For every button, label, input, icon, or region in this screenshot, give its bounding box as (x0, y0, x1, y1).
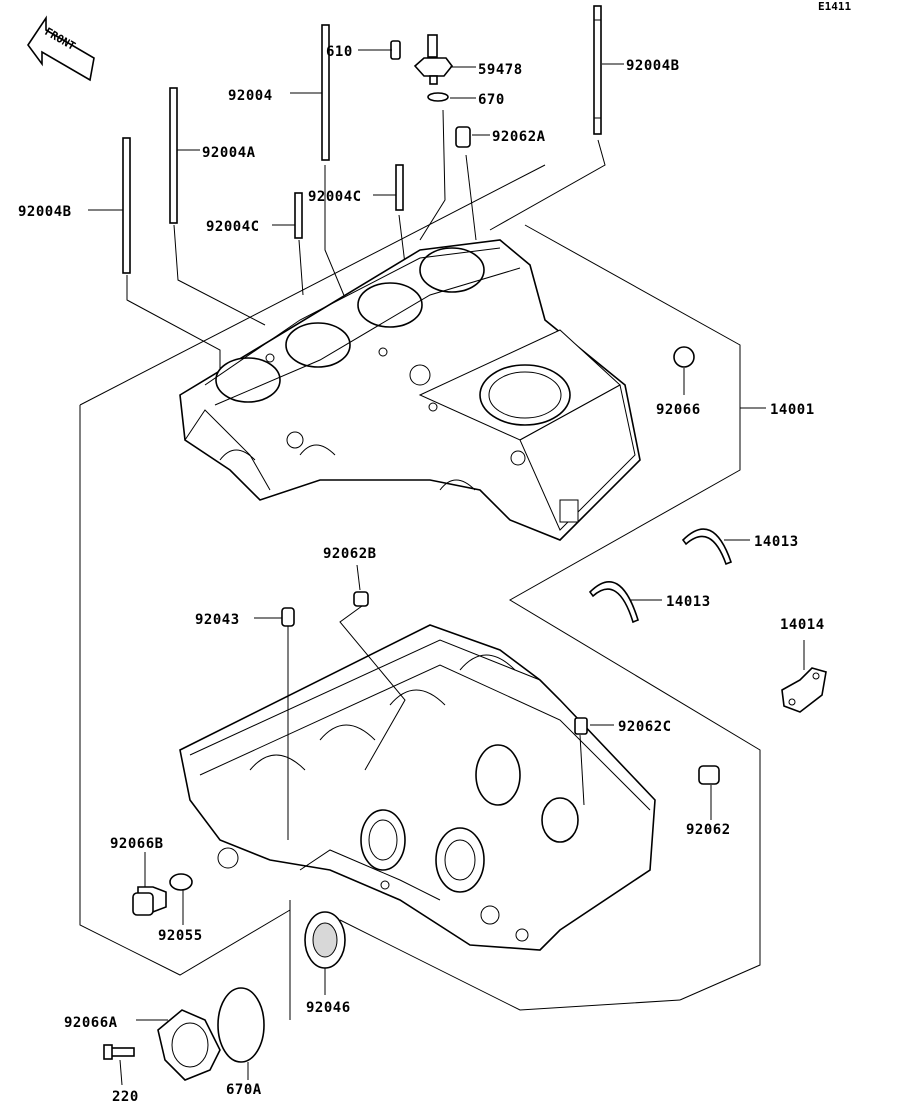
callout-92062A: 92062A (492, 129, 546, 145)
callout-92066A: 92066A (64, 1015, 118, 1031)
callout-92062B: 92062B (323, 546, 377, 562)
callout-92055: 92055 (158, 928, 203, 944)
callout-92004A: 92004A (202, 145, 256, 161)
dowel-92062C (574, 717, 588, 735)
callout-92062: 92062 (686, 822, 731, 838)
stud-92004B-right (593, 5, 602, 135)
assembly-outline-lines (79, 164, 761, 1020)
plug-92062 (698, 765, 720, 785)
callout-14013-upper: 14013 (754, 534, 799, 550)
bearing-insert-14013-upper (681, 528, 733, 566)
o-ring-92055 (169, 873, 193, 891)
stud-92004C-upper (395, 164, 404, 211)
bearing-insert-14013-lower (588, 581, 639, 624)
callout-92066: 92066 (656, 402, 701, 418)
callout-92004C-upper: 92004C (308, 189, 362, 205)
callout-92004B-left: 92004B (18, 204, 72, 220)
callout-92062C: 92062C (618, 719, 672, 735)
dowel-pin-610 (390, 40, 401, 60)
bolt-220 (103, 1044, 135, 1060)
dowel-92062A (455, 126, 471, 148)
part-leaders (88, 49, 805, 1086)
callout-220: 220 (112, 1089, 139, 1103)
callout-610: 610 (326, 44, 353, 60)
o-ring-670A (217, 987, 265, 1063)
callout-670: 670 (478, 92, 505, 108)
callout-92043: 92043 (195, 612, 240, 628)
dowel-92043 (281, 607, 295, 627)
stud-92004C-lower (294, 192, 303, 239)
dowel-92062B (353, 591, 369, 607)
callout-92004B-right: 92004B (626, 58, 680, 74)
lower-crankcase (179, 624, 656, 951)
callout-59478: 59478 (478, 62, 523, 78)
plug-92066B (132, 886, 167, 916)
cover-92066A (157, 1009, 221, 1081)
callout-92046: 92046 (306, 1000, 351, 1016)
bracket-14014 (781, 667, 827, 713)
front-arrow-icon: FRONT (27, 15, 95, 82)
upper-crankcase-14001 (179, 239, 641, 541)
seal-92046 (304, 911, 346, 969)
o-ring-670 (427, 92, 449, 102)
diagram-code: E1411 (818, 0, 851, 13)
callout-92004: 92004 (228, 88, 273, 104)
plug-92066 (673, 346, 695, 368)
callout-14013-lower: 14013 (666, 594, 711, 610)
callout-14001: 14001 (770, 402, 815, 418)
callout-labels: 610 59478 670 92004B 92004 92004A 92062A… (18, 44, 825, 1103)
stud-92004B-left (122, 137, 131, 274)
callout-670A: 670A (226, 1082, 262, 1098)
callout-92004C-lower: 92004C (206, 219, 260, 235)
callout-14014: 14014 (780, 617, 825, 633)
stud-92004A (169, 87, 178, 224)
callout-92066B: 92066B (110, 836, 164, 852)
oil-jet-59478 (413, 34, 454, 85)
